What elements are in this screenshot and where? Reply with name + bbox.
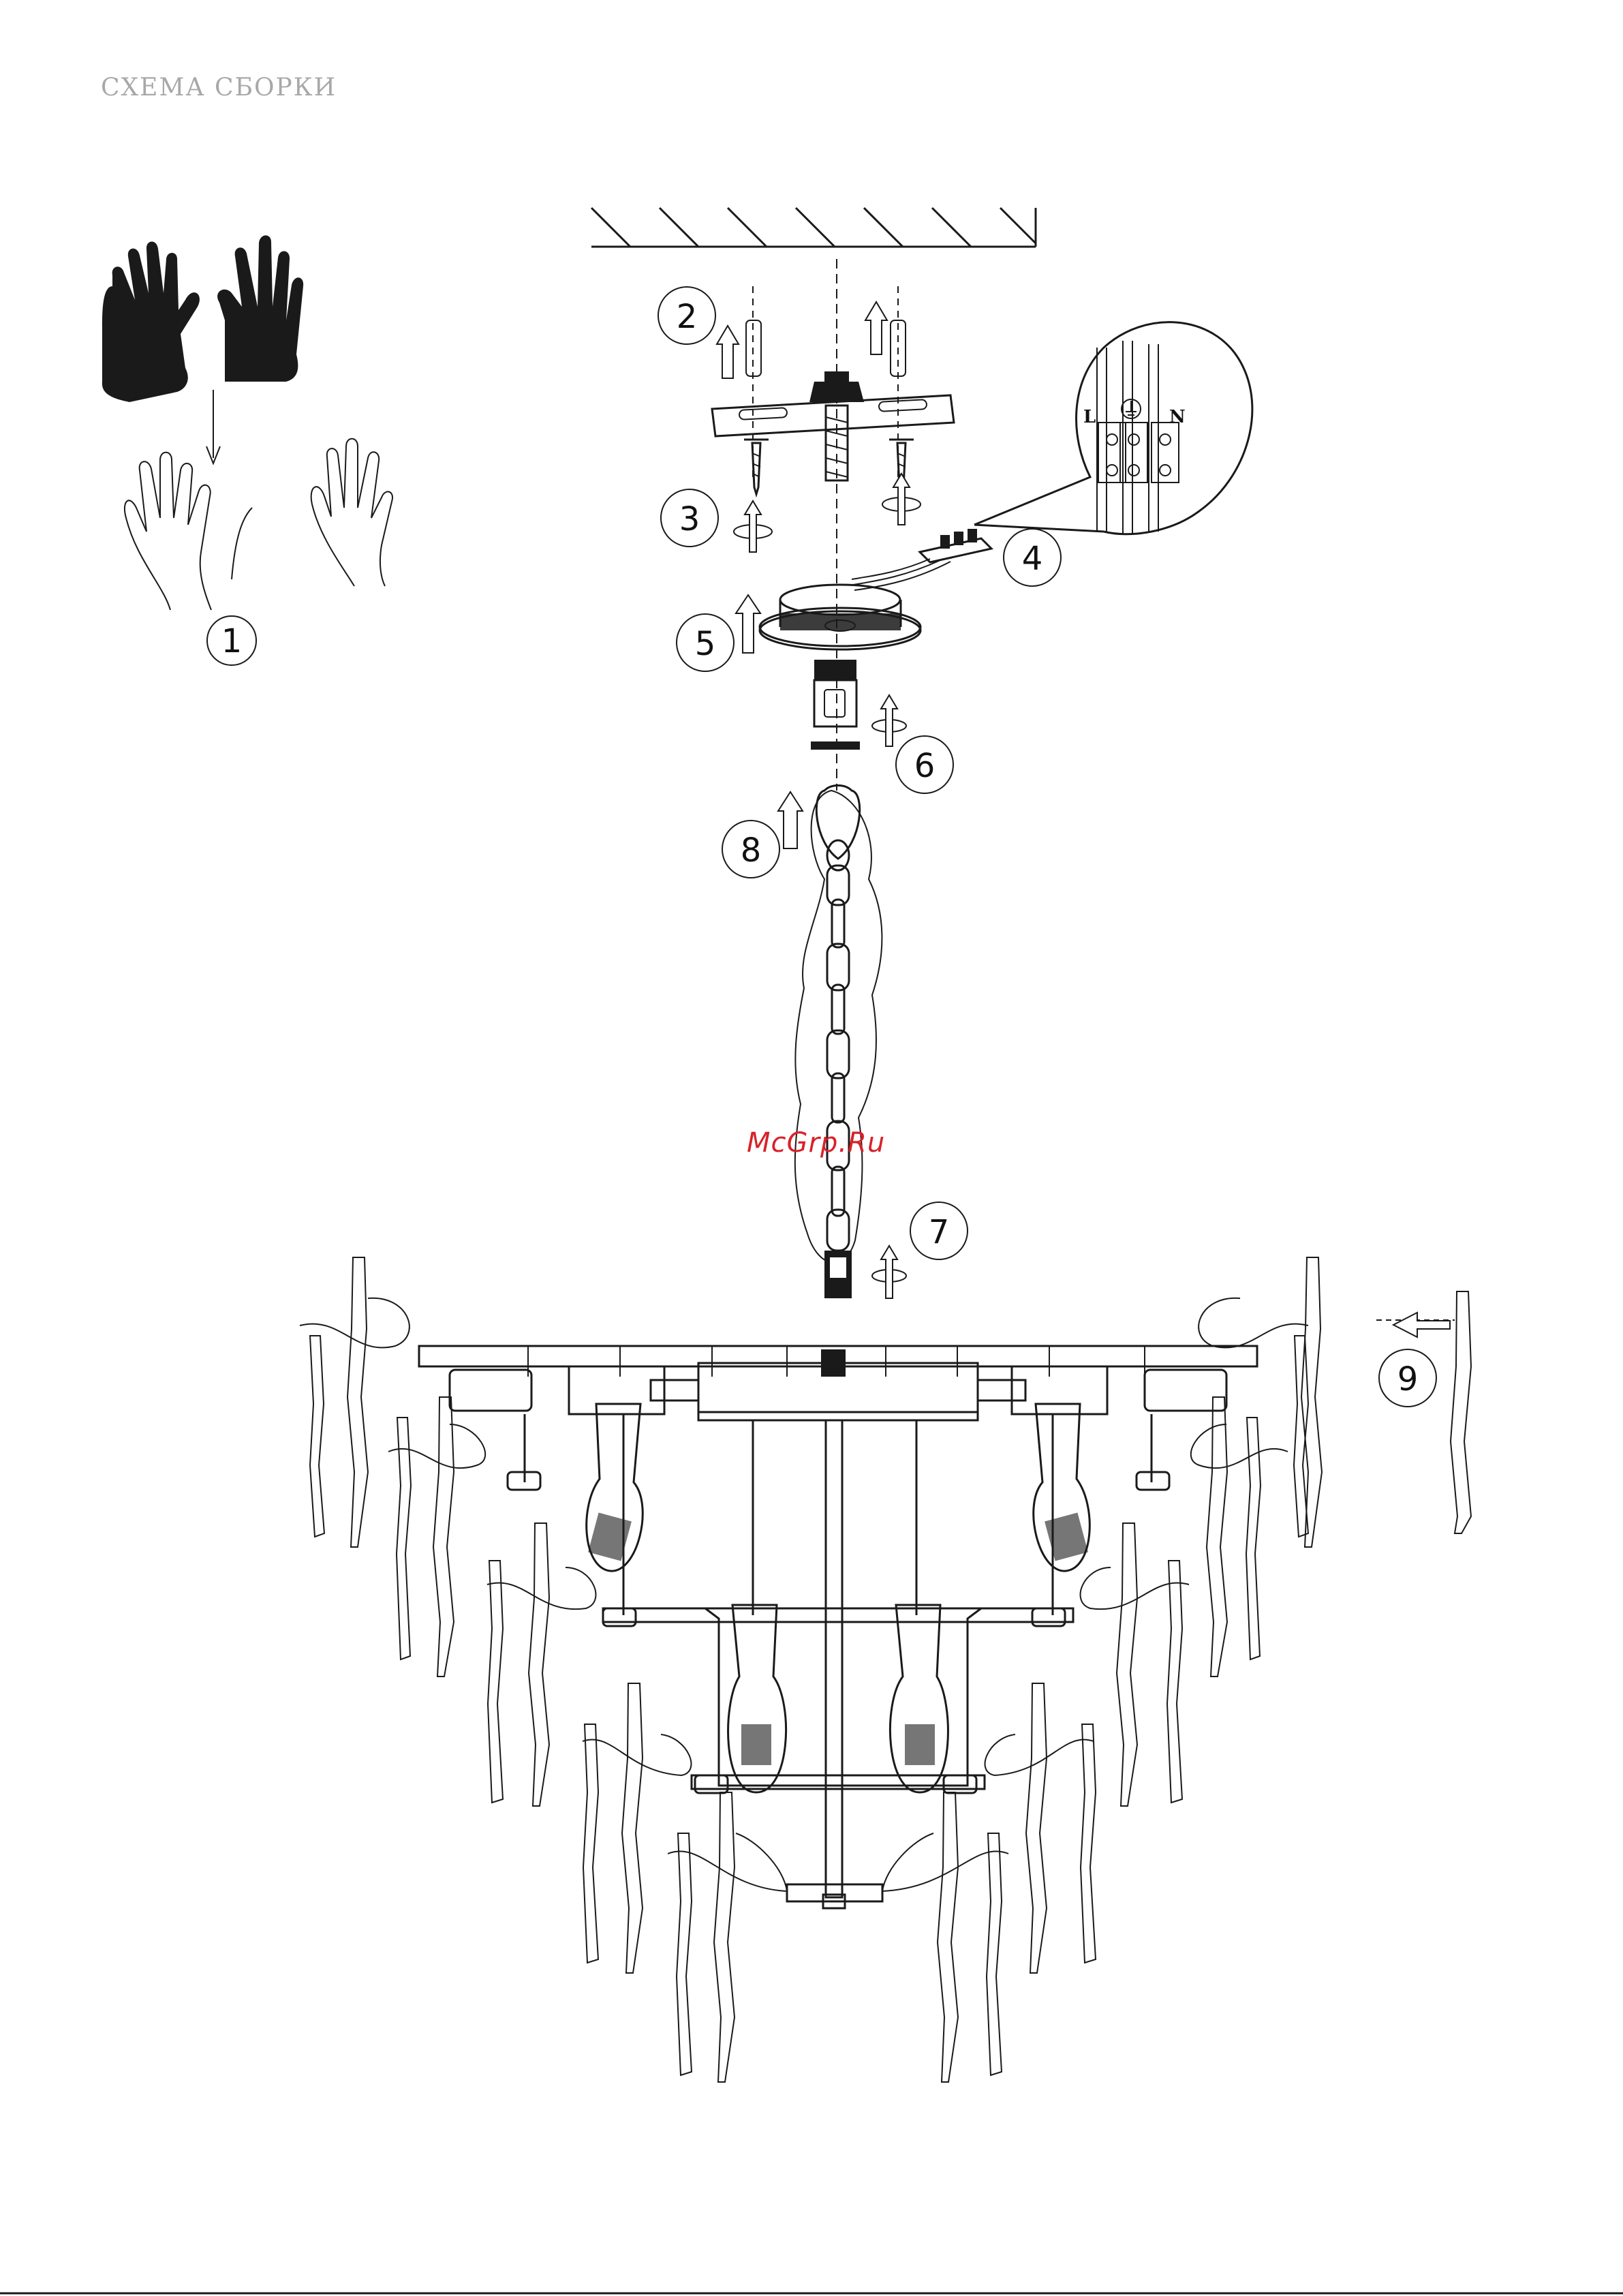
bare-hands-icon xyxy=(125,439,392,610)
mounting-bracket-icon xyxy=(712,302,954,480)
watermark: McGrp.Ru xyxy=(747,1127,885,1159)
nut-icon xyxy=(811,660,906,750)
gloves-icon xyxy=(102,235,303,402)
terminal-label-neutral: N xyxy=(1169,407,1186,427)
screw-icon xyxy=(734,440,921,552)
step-number-7: 7 xyxy=(929,1213,950,1251)
step-number-9: 9 xyxy=(1397,1360,1419,1398)
step-number-3: 3 xyxy=(679,500,700,538)
chandelier-icon xyxy=(300,1298,1308,1908)
chain-icon xyxy=(778,786,906,1299)
step-number-6: 6 xyxy=(914,747,936,785)
step-number-1: 1 xyxy=(221,622,243,660)
crystal-pendant-icon xyxy=(310,1257,1471,2082)
ceiling-hatch-icon xyxy=(591,208,1036,247)
terminal-block-icon xyxy=(852,322,1252,590)
canopy-icon xyxy=(736,585,921,653)
step-number-8: 8 xyxy=(741,831,762,870)
step-number-4: 4 xyxy=(1022,540,1043,578)
step-number-5: 5 xyxy=(695,625,716,663)
terminal-label-live: L xyxy=(1083,407,1096,427)
step-number-2: 2 xyxy=(677,298,698,336)
